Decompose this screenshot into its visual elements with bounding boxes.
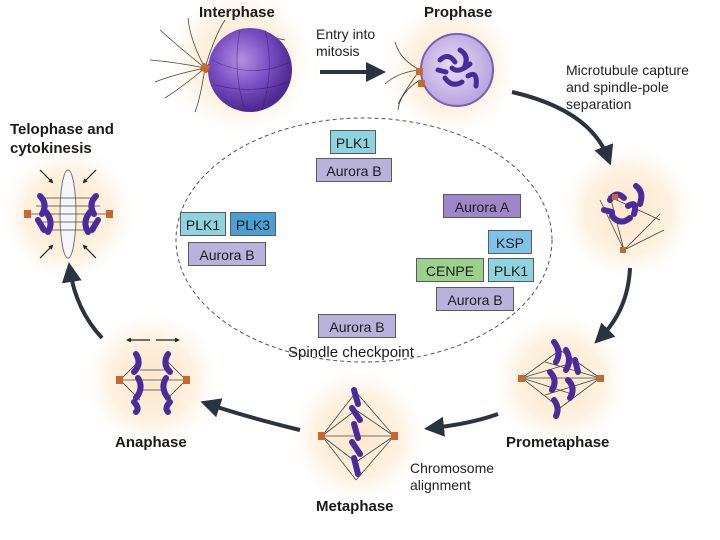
note-microtubule-capture: Microtubule capture and spindle-pole sep…: [566, 62, 689, 112]
arrow-anaphase-to-telophase: [61, 262, 104, 340]
note-chromosome-alignment: Chromosome alignment: [410, 460, 495, 493]
anaphase-cell: [116, 337, 190, 415]
kinase-box-left-plk3: PLK3: [230, 212, 276, 236]
phase-label-anaphase: Anaphase: [115, 434, 187, 451]
arrow-prophase-to-prometaphase-a: [511, 90, 614, 166]
kinase-box-right-ksp: KSP: [488, 230, 532, 254]
signaling-network-ellipse: [175, 117, 553, 363]
kinase-box-top-plk1: PLK1: [330, 130, 376, 154]
arrow-prophase-to-prometaphase-b: [594, 267, 632, 344]
phase-label-metaphase: Metaphase: [316, 498, 394, 515]
phase-label-telophase: Telophase and cytokinesis: [10, 121, 114, 157]
kinase-box-right-plk1: PLK1: [488, 258, 534, 282]
kinase-box-top-aurora-b: Aurora B: [316, 158, 392, 182]
phase-label-prophase: Prophase: [424, 4, 493, 21]
kinase-box-left-plk1: PLK1: [180, 212, 226, 236]
phase-label-interphase: Interphase: [199, 4, 275, 21]
spindle-checkpoint-label: Spindle checkpoint: [288, 344, 414, 361]
kinase-box-left-aurora-b: Aurora B: [188, 242, 266, 266]
early-prometaphase-cell: [599, 183, 665, 253]
arrow-prometaphase-to-metaphase: [424, 412, 499, 437]
arrow-metaphase-to-anaphase: [200, 398, 301, 432]
metaphase-cell: [318, 387, 398, 481]
kinase-box-bottom-aurora-b: Aurora B: [318, 314, 396, 338]
phase-label-prometaphase: Prometaphase: [506, 434, 610, 451]
kinase-box-right-aurora-a: Aurora A: [443, 194, 521, 218]
interphase-cell: [149, 17, 292, 113]
telophase-cell: [24, 169, 113, 259]
prophase-cell: [384, 33, 494, 111]
prometaphase-cell: [518, 339, 604, 419]
kinase-box-right-cenpe: CENPE: [416, 258, 484, 282]
cycle-arrows: [61, 62, 632, 437]
kinase-box-right-aurora-b: Aurora B: [436, 287, 514, 311]
note-entry-into-mitosis: Entry into mitosis: [316, 26, 376, 59]
